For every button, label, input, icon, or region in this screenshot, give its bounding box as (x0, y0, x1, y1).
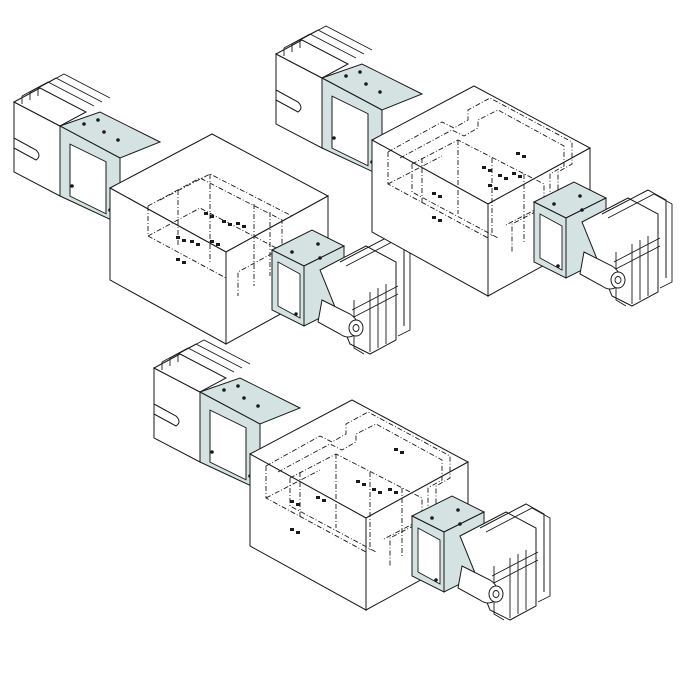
assembly-bottom (153, 339, 551, 621)
